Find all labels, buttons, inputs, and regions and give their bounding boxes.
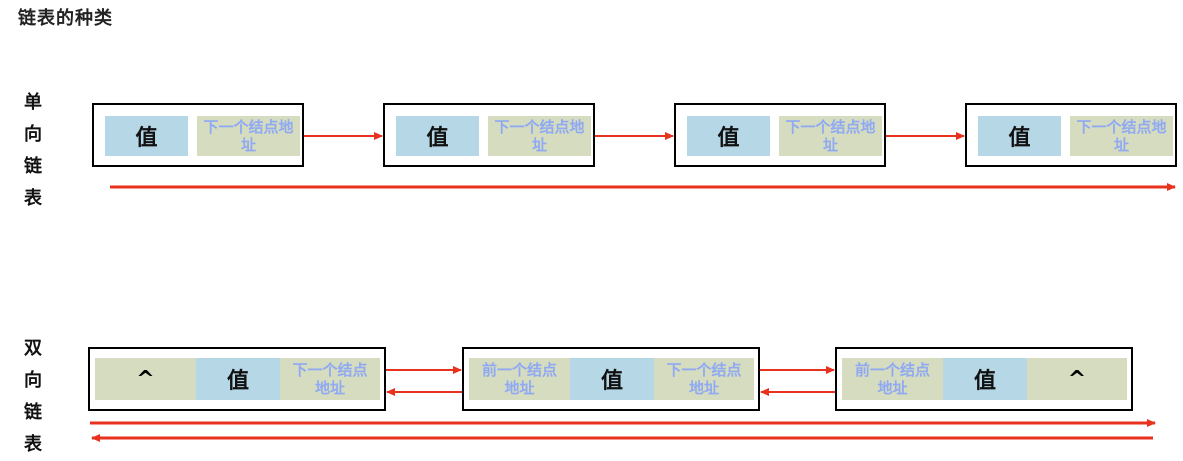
next-address-cell: 下一个结点地址 <box>197 116 300 156</box>
next-address-cell: 下一个结点地址 <box>779 116 882 156</box>
doubly-node-2: 前一个结点地址 值 下一个结点地址 <box>462 347 760 411</box>
value-cell: 值 <box>978 116 1061 156</box>
prev-address-cell: 前一个结点地址 <box>469 358 570 400</box>
prev-address-cell: 前一个结点地址 <box>842 358 943 400</box>
singly-node-2: 值 下一个结点地址 <box>383 103 595 167</box>
value-cell: 值 <box>396 116 479 156</box>
value-cell: 值 <box>687 116 770 156</box>
null-next-cell: ^ <box>1027 358 1127 400</box>
diagram-title: 链表的种类 <box>18 8 113 29</box>
value-cell: 值 <box>943 358 1027 400</box>
null-prev-cell: ^ <box>95 358 196 400</box>
doubly-node-3: 前一个结点地址 值 ^ <box>835 347 1133 411</box>
singly-list-label: 单 向 链 表 <box>24 92 42 209</box>
value-cell: 值 <box>105 116 188 156</box>
singly-node-4: 值 下一个结点地址 <box>965 103 1177 167</box>
next-address-cell: 下一个结点地址 <box>654 358 754 400</box>
singly-node-1: 值 下一个结点地址 <box>92 103 304 167</box>
doubly-node-1: ^ 值 下一个结点地址 <box>88 347 386 411</box>
value-cell: 值 <box>570 358 654 400</box>
next-address-cell: 下一个结点地址 <box>280 358 380 400</box>
value-cell: 值 <box>196 358 280 400</box>
next-address-cell: 下一个结点地址 <box>1070 116 1173 156</box>
next-address-cell: 下一个结点地址 <box>488 116 591 156</box>
singly-node-3: 值 下一个结点地址 <box>674 103 886 167</box>
doubly-list-label: 双 向 链 表 <box>24 338 42 455</box>
